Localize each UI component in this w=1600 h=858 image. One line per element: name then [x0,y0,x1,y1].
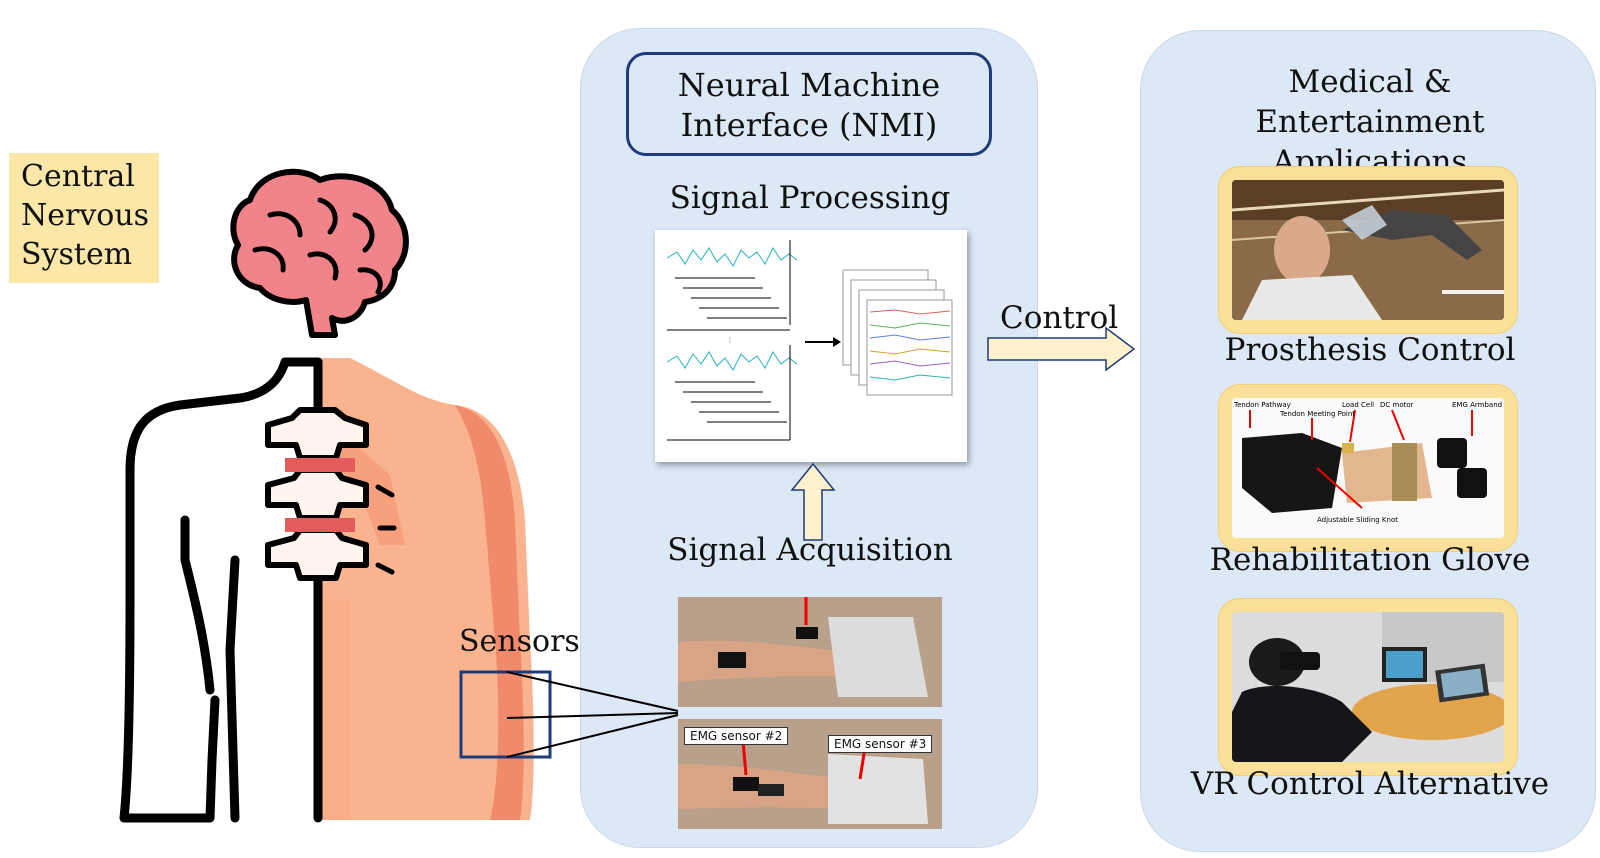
vr-caption: VR Control Alternative [1190,766,1550,802]
acquisition-photo-bottom: EMG sensor #2 EMG sensor #3 [678,719,942,829]
rehab-glove-caption: Rehabilitation Glove [1209,542,1531,578]
cns-label-line-2: Nervous [21,198,150,233]
prosthesis-caption: Prosthesis Control [1224,332,1516,368]
tag-emg-armband: EMG Armband [1452,401,1502,409]
sensor-region-box [459,670,552,759]
prosthesis-photo [1232,180,1504,320]
signal-acquisition-label: Signal Acquisition [667,532,953,568]
emg-sensor-3-tag: EMG sensor #3 [828,735,933,753]
sensors-label: Sensors [459,624,580,659]
tag-tendon-meeting-point: Tendon Meeting Point [1279,410,1355,418]
human-body-illustration [119,168,552,823]
signal-processing-plot: ⋮ [666,240,953,441]
vr-photo-frame [1218,598,1518,776]
signal-processing-figure: ⋮ [655,230,967,462]
control-label: Control [1000,300,1119,336]
nmi-title-line-2: Interface (NMI) [680,106,938,144]
dots-marker: ⋮ [727,337,733,344]
feature-map-stack [842,269,953,396]
acquisition-photo-top [678,597,942,707]
tag-adjustable-sliding-knot: Adjustable Sliding Knot [1317,516,1398,524]
nmi-title-box: Neural Machine Interface (NMI) [626,52,992,156]
nmi-title-line-1: Neural Machine [677,66,941,104]
brain-icon [230,168,409,338]
cns-label-box: Central Nervous System [9,153,159,283]
acquisition-to-processing-arrow [790,462,836,541]
applications-title-line-1: Medical & Entertainment [1255,64,1485,140]
emg-sensor-2-tag: EMG sensor #2 [684,727,789,745]
sensor-zoom-lines [506,671,679,758]
prosthesis-photo-frame [1218,166,1518,334]
applications-title: Medical & Entertainment Applications [1170,62,1570,182]
rehab-glove-photo: Tendon Pathway Tendon Meeting Point Load… [1232,398,1504,538]
spine-icon [265,407,397,581]
cns-label-line-1: Central [21,159,135,194]
rehab-glove-photo-frame: Tendon Pathway Tendon Meeting Point Load… [1218,384,1518,552]
tag-load-cell: Load Cell [1342,401,1374,409]
control-arrow [987,326,1136,372]
vr-photo [1232,612,1504,762]
signal-processing-label: Signal Processing [669,180,951,216]
cns-label-line-3: System [21,237,133,272]
tag-tendon-pathway: Tendon Pathway [1233,401,1291,409]
tag-dc-motor: DC motor [1380,401,1414,409]
